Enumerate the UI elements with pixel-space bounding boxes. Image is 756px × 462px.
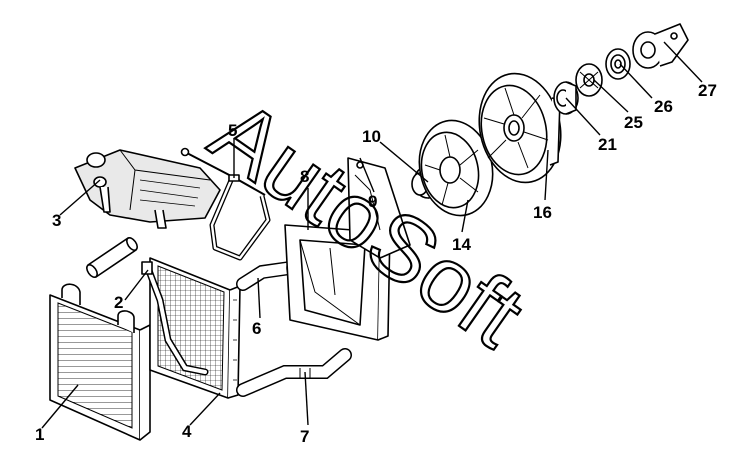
callout-27: 27 (698, 81, 717, 100)
callout-8: 8 (300, 167, 309, 186)
callout-21: 21 (598, 135, 617, 154)
callout-26: 26 (654, 97, 673, 116)
callout-25: 25 (624, 113, 643, 132)
callout-5: 5 (228, 121, 237, 140)
part-7-hose[interactable] (236, 348, 352, 397)
callouts: 1 2 3 4 5 6 7 8 9 10 14 16 21 25 26 27 (35, 81, 717, 446)
callout-9: 9 (368, 192, 377, 211)
part-3-expansion-tank[interactable] (74, 149, 221, 229)
callout-10: 10 (362, 127, 381, 146)
callout-16: 16 (533, 203, 552, 222)
part-14-fan[interactable] (411, 114, 501, 223)
part-26-bearing[interactable] (605, 48, 631, 80)
part-27-bracket-housing[interactable] (632, 23, 689, 69)
leader-lines (41, 41, 703, 429)
part-8-fan-shroud[interactable] (284, 224, 391, 341)
callout-1: 1 (35, 425, 44, 444)
part-25-disc[interactable] (575, 63, 603, 97)
hose-connector[interactable] (85, 236, 140, 279)
callout-6: 6 (252, 319, 261, 338)
part-2-hose[interactable] (141, 261, 209, 376)
callout-7: 7 (300, 427, 309, 446)
callout-2: 2 (114, 293, 123, 312)
part-1-oil-cooler[interactable] (49, 283, 151, 441)
part-5-pipe-assembly[interactable] (180, 147, 271, 261)
callout-3: 3 (52, 211, 61, 230)
callout-14: 14 (452, 235, 471, 254)
part-4-radiator[interactable] (149, 257, 241, 399)
callout-4: 4 (182, 422, 192, 441)
part-9-bracket-plate[interactable] (347, 157, 411, 259)
